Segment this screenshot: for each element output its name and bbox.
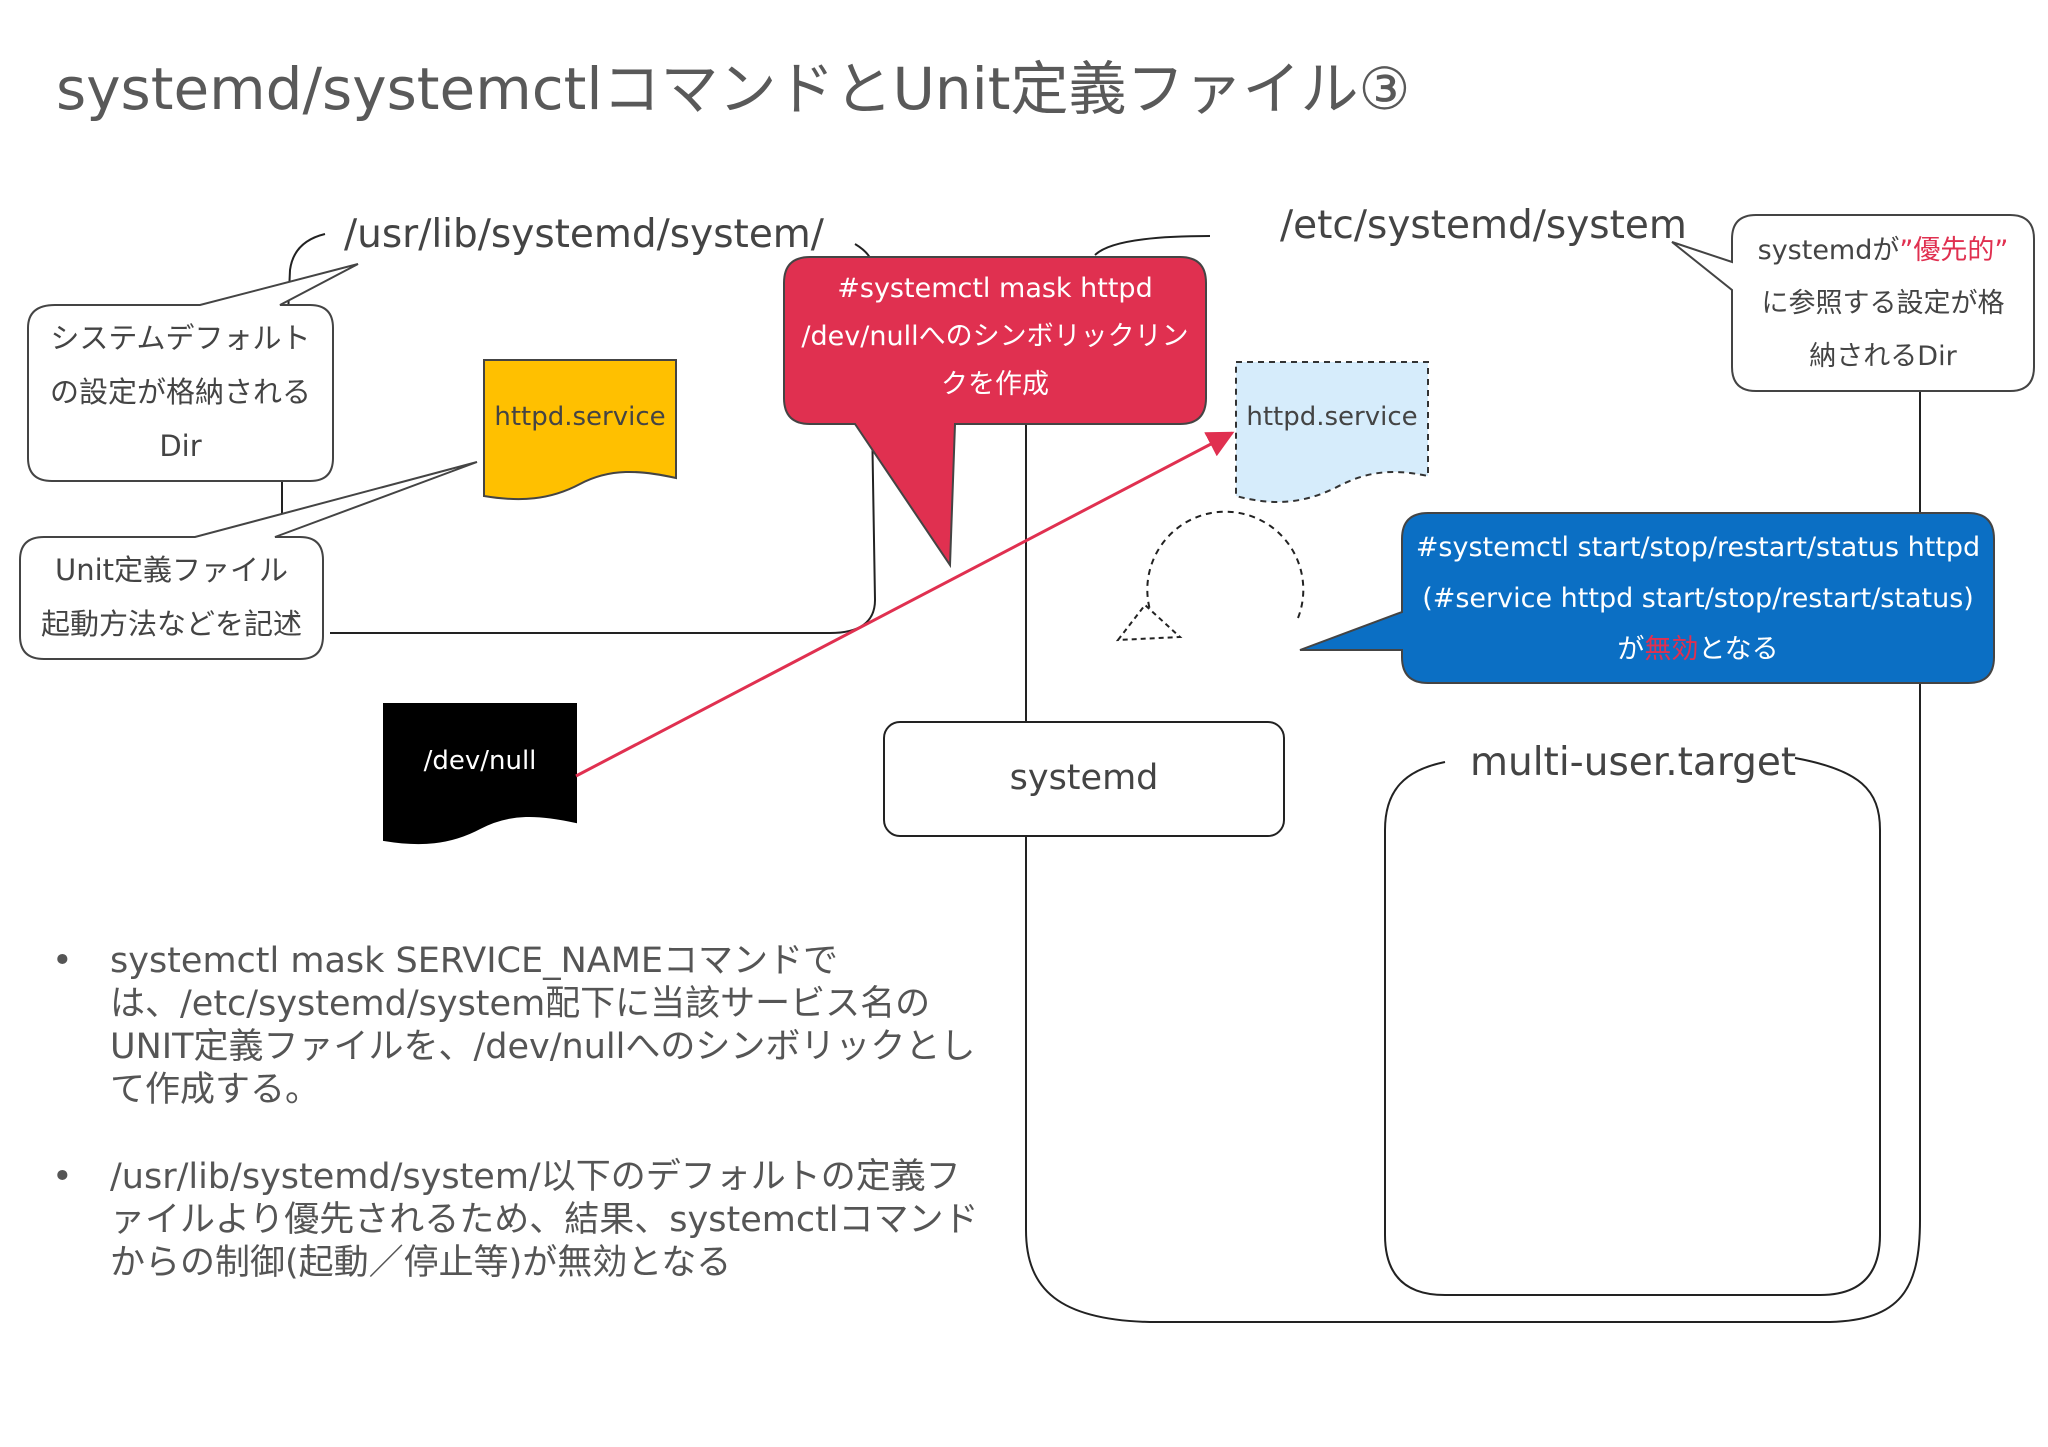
- callout-etc-priority-line3: 納されるDir: [1809, 341, 1957, 372]
- callout-unit-file-line2: 起動方法などを記述: [40, 607, 302, 641]
- bullet-item-2: • /usr/lib/systemd/system/以下のデフォルトの定義ファイ…: [52, 1156, 992, 1285]
- callout-start: #systemctl start/stop/restart/status htt…: [1402, 522, 1994, 675]
- bullet-text-1: systemctl mask SERVICE_NAMEコマンドでは、/etc/s…: [110, 941, 976, 1110]
- callout-unit-file-shape: [19, 461, 478, 660]
- callout-start-line1: #systemctl start/stop/restart/status htt…: [1415, 532, 1981, 563]
- callout-system-default-line1: システムデフォルト: [50, 321, 311, 355]
- callout-start-suffix: となる: [1698, 634, 1779, 665]
- callout-etc-priority-prefix: systemdが: [1757, 235, 1900, 266]
- callout-start-line3: が無効となる: [1402, 624, 1994, 675]
- callout-etc-priority-line1: systemdが”優先的”: [1732, 224, 2034, 277]
- callout-system-default: システムデフォルト の設定が格納される Dir: [28, 311, 333, 473]
- usr-lib-bracket: [287, 233, 326, 316]
- callout-etc-priority-emph: ”優先的”: [1899, 235, 2009, 266]
- httpd-etc-doc-shape: [1235, 361, 1429, 503]
- bullet-item-1: • systemctl mask SERVICE_NAMEコマンドでは、/etc…: [52, 940, 992, 1112]
- systemd-box-shape: [883, 721, 1285, 837]
- callout-system-default-line3: Dir: [159, 429, 202, 463]
- callout-unit-file-line1: Unit定義ファイル: [54, 553, 289, 587]
- symlink-arrow: [575, 431, 1235, 778]
- systemd-big-loop: [1025, 390, 1921, 1323]
- callout-mask: #systemctl mask httpd /dev/nullへのシンボリックリ…: [784, 265, 1206, 409]
- systemd-box: systemd: [1009, 758, 1159, 798]
- callout-etc-priority-line2: に参照する設定が格: [1761, 288, 2005, 319]
- page-title: systemd/systemctlコマンドとUnit定義ファイル③: [56, 55, 1411, 123]
- bullet-marker: •: [52, 1157, 73, 1197]
- callout-start-line2: (#service httpd start/stop/restart/statu…: [1422, 583, 1974, 614]
- callout-etc-priority-shape: [1671, 214, 2035, 392]
- callout-start-emph: 無効: [1644, 634, 1699, 665]
- cycle-arrow: [1146, 510, 1305, 619]
- bullet-text-2: /usr/lib/systemd/system/以下のデフォルトの定義ファイルよ…: [110, 1157, 979, 1283]
- callout-etc-priority: systemdが”優先的” に参照する設定が格 納されるDir: [1732, 224, 2034, 383]
- usr-lib-dir-label: /usr/lib/systemd/system/: [344, 212, 824, 257]
- etc-bracket: [1094, 235, 1211, 256]
- devnull-doc-shape: [383, 703, 577, 845]
- httpd-default-file: httpd.service: [494, 402, 666, 432]
- callout-mask-line3: クを作成: [941, 369, 1049, 400]
- multi-user-box-shape: [1384, 757, 1881, 1296]
- callout-unit-file: Unit定義ファイル 起動方法などを記述: [20, 543, 323, 651]
- bullet-marker: •: [52, 941, 73, 981]
- bullet-list: • systemctl mask SERVICE_NAMEコマンドでは、/etc…: [52, 940, 992, 1329]
- httpd-default-doc-shape: [483, 359, 677, 501]
- httpd-etc-file: httpd.service: [1246, 402, 1418, 432]
- callout-start-prefix: が: [1617, 634, 1645, 665]
- callout-mask-line1: #systemctl mask httpd: [837, 273, 1153, 304]
- callout-start-shape: [1299, 512, 1995, 684]
- callout-system-default-shape: [27, 263, 359, 482]
- callout-mask-shape: [783, 256, 1207, 569]
- cycle-arrowhead: [1115, 603, 1183, 642]
- devnull-file: /dev/null: [423, 746, 537, 776]
- etc-dir-label: /etc/systemd/system: [1280, 203, 1687, 248]
- callout-mask-line2: /dev/nullへのシンボリックリン: [801, 321, 1189, 352]
- multi-user-target-label: multi-user.target: [1470, 740, 1797, 785]
- callout-system-default-line2: の設定が格納される: [49, 375, 311, 409]
